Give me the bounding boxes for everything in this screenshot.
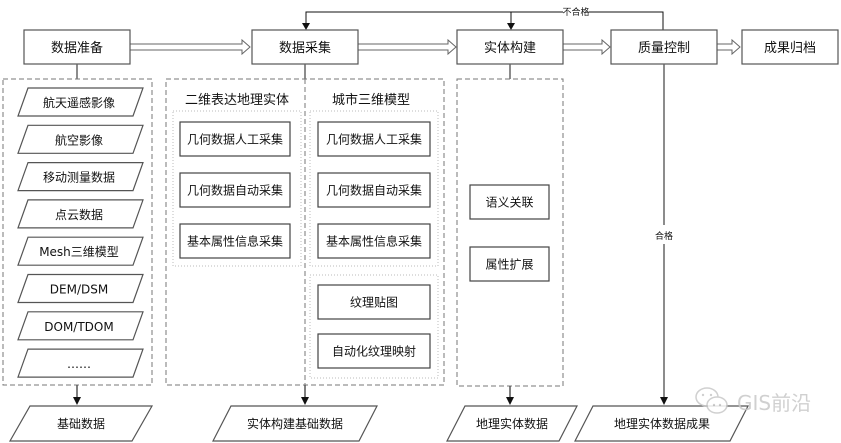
collection-2d-item-label: 基本属性信息采集: [187, 234, 283, 249]
step-connectors: [76, 64, 665, 402]
collection-3d-item-label: 几何数据人工采集: [326, 132, 422, 147]
svg-text:基础数据: 基础数据: [57, 416, 105, 431]
step-data-preparation[interactable]: 数据准备: [23, 29, 131, 65]
source-label: 移动测量数据: [43, 170, 115, 185]
texture-item[interactable]: 纹理贴图: [317, 284, 431, 320]
collection-3d-item[interactable]: 几何数据人工采集: [317, 121, 431, 157]
collection-2d-item[interactable]: 基本属性信息采集: [179, 223, 291, 259]
watermark: GIS前沿: [695, 387, 811, 415]
source-item[interactable]: DEM/DSM: [17, 273, 144, 304]
output-entity-results[interactable]: 地理实体数据成果: [574, 405, 749, 442]
fail-feedback-loop: 不合格: [302, 6, 664, 33]
wechat-icon: [695, 387, 728, 414]
collection-3d-item-label: 几何数据自动采集: [326, 183, 422, 198]
source-label: Mesh三维模型: [39, 245, 119, 259]
svg-text:成果归档: 成果归档: [764, 41, 816, 56]
texture-item[interactable]: 自动化纹理映射: [317, 333, 431, 369]
pass-label: 合格: [655, 230, 673, 242]
step-archive[interactable]: 成果归档: [741, 29, 839, 65]
source-item[interactable]: 航天遥感影像: [17, 87, 144, 117]
collection-2d-item[interactable]: 几何数据人工采集: [179, 121, 291, 157]
source-item[interactable]: 移动测量数据: [17, 162, 144, 192]
source-label: DEM/DSM: [50, 283, 108, 297]
collection-3d-item[interactable]: 几何数据自动采集: [317, 172, 431, 208]
source-item[interactable]: Mesh三维模型: [17, 236, 144, 266]
entity-construction-group: [456, 78, 564, 387]
output-base-data[interactable]: 基础数据: [8, 405, 154, 442]
collection-2d-item-label: 几何数据自动采集: [187, 183, 283, 198]
svg-text:数据采集: 数据采集: [279, 40, 331, 56]
step-data-collection[interactable]: 数据采集: [251, 29, 359, 65]
source-label: 航天遥感影像: [43, 95, 115, 110]
process-steps: 数据准备 数据采集 实体构建 质量控制 成果归档: [23, 29, 839, 65]
svg-text:数据准备: 数据准备: [51, 40, 103, 56]
source-item[interactable]: 点云数据: [17, 199, 144, 229]
collection-2d-item[interactable]: 几何数据自动采集: [179, 172, 291, 208]
step-quality-control[interactable]: 质量控制: [610, 29, 718, 65]
svg-text:质量控制: 质量控制: [638, 41, 690, 56]
source-item[interactable]: ……: [17, 348, 144, 378]
collection-3d-item-label: 基本属性信息采集: [326, 234, 422, 249]
source-item[interactable]: 航空影像: [17, 124, 144, 154]
svg-text:地理实体数据成果: 地理实体数据成果: [614, 416, 710, 431]
source-label: 航空影像: [55, 132, 103, 147]
output-entity-data[interactable]: 地理实体数据: [446, 405, 578, 442]
group-3d-title: 城市三维模型: [332, 92, 410, 108]
entity-item-label: 属性扩展: [485, 258, 533, 272]
source-label: 点云数据: [55, 207, 103, 222]
step-entity-construction[interactable]: 实体构建: [456, 29, 564, 65]
flow-arrows: [129, 38, 741, 56]
group-2d-title: 二维表达地理实体: [185, 93, 289, 108]
entity-item[interactable]: 属性扩展: [469, 246, 550, 282]
entity-item-label: 语义关联: [485, 196, 533, 210]
texture-item-label: 纹理贴图: [350, 296, 398, 310]
source-item[interactable]: DOM/TDOM: [17, 311, 144, 341]
source-label: DOM/TDOM: [44, 320, 113, 334]
collection-3d-item[interactable]: 基本属性信息采集: [317, 223, 431, 259]
source-label: ……: [67, 357, 91, 371]
svg-text:地理实体数据: 地理实体数据: [476, 416, 548, 431]
svg-text:实体构建基础数据: 实体构建基础数据: [247, 416, 343, 431]
svg-text:实体构建: 实体构建: [484, 41, 536, 56]
collection-2d-item-label: 几何数据人工采集: [187, 132, 283, 147]
texture-item-label: 自动化纹理映射: [332, 344, 416, 359]
output-construction-base-data[interactable]: 实体构建基础数据: [212, 405, 378, 442]
entity-item[interactable]: 语义关联: [469, 184, 550, 220]
watermark-text: GIS前沿: [737, 391, 811, 415]
fail-label: 不合格: [562, 6, 589, 18]
